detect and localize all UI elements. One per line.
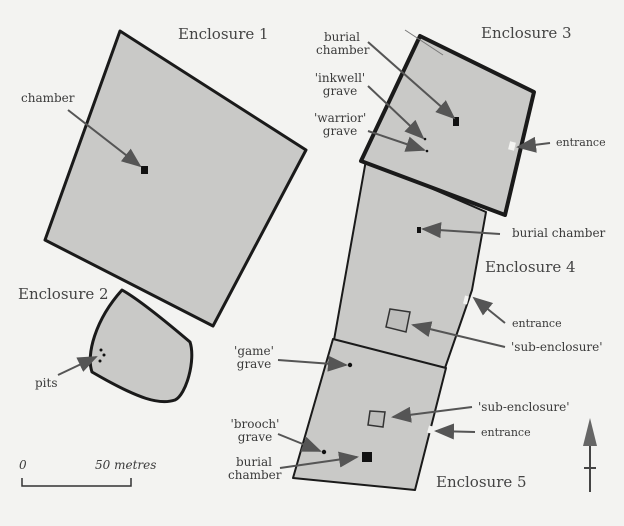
enclosure-3-shape (359, 34, 536, 217)
north-arrow-icon (583, 418, 597, 492)
label-line: 'inkwell' (314, 71, 366, 85)
warrior-grave-marker (425, 149, 429, 153)
label-line: grave (237, 430, 273, 444)
label-line: grave (322, 84, 358, 98)
inkwell-grave-marker (423, 137, 427, 141)
enclosure-1-label: Enclosure 1 (178, 25, 269, 43)
label-line: grave (322, 124, 358, 138)
scale-zero-label: 0 (19, 458, 27, 472)
label-line: burial (324, 30, 360, 44)
chamber-marker (141, 166, 148, 174)
enclosure-1-shape (43, 29, 308, 328)
e4-sub-enclosure-label: 'sub-enclosure' (511, 340, 603, 354)
game-grave-label: 'game'grave (233, 345, 275, 371)
label-line: chamber (316, 43, 370, 57)
label-line: 'game' (234, 344, 274, 358)
e4-sub-enclosure (385, 308, 411, 333)
inkwell-grave-label: 'inkwell'grave (314, 72, 366, 98)
warrior-grave-label: 'warrior'grave (314, 112, 366, 138)
e5-sub-enclosure-label: 'sub-enclosure' (478, 400, 570, 414)
e3-burial-chamber-marker (453, 117, 459, 126)
scale-bar (21, 478, 132, 487)
label-line: chamber (228, 468, 282, 482)
enclosure-5-label: Enclosure 5 (436, 473, 527, 491)
e4-burial-chamber-marker (417, 227, 421, 233)
label-line: grave (236, 357, 272, 371)
chamber-label: chamber (21, 91, 75, 105)
enclosure-2-shape (88, 288, 194, 404)
label-line: 'warrior' (314, 111, 367, 125)
enclosure-4-label: Enclosure 4 (485, 258, 576, 276)
e3-entrance-label: entrance (556, 136, 606, 149)
game-grave-marker (347, 362, 353, 368)
e5-burial-chamber-marker (362, 452, 372, 462)
enclosure-3-label: Enclosure 3 (481, 24, 572, 42)
e5-sub-enclosure (367, 410, 386, 428)
e5-entrance-label: entrance (481, 426, 531, 439)
scale-max-label: 50 metres (95, 458, 157, 472)
label-line: 'brooch' (230, 417, 280, 431)
brooch-grave-marker (321, 449, 327, 455)
label-line: burial (236, 455, 272, 469)
pits-label: pits (35, 376, 58, 390)
pointer-arrows (57, 41, 551, 469)
enclosure-4-shape (333, 159, 487, 369)
brooch-grave-label: 'brooch'grave (229, 418, 281, 444)
e4-entrance-label: entrance (512, 317, 562, 330)
pits-marker (98, 348, 106, 363)
enclosure-2-label: Enclosure 2 (18, 285, 109, 303)
e4-burial-chamber-label: burial chamber (512, 226, 606, 240)
